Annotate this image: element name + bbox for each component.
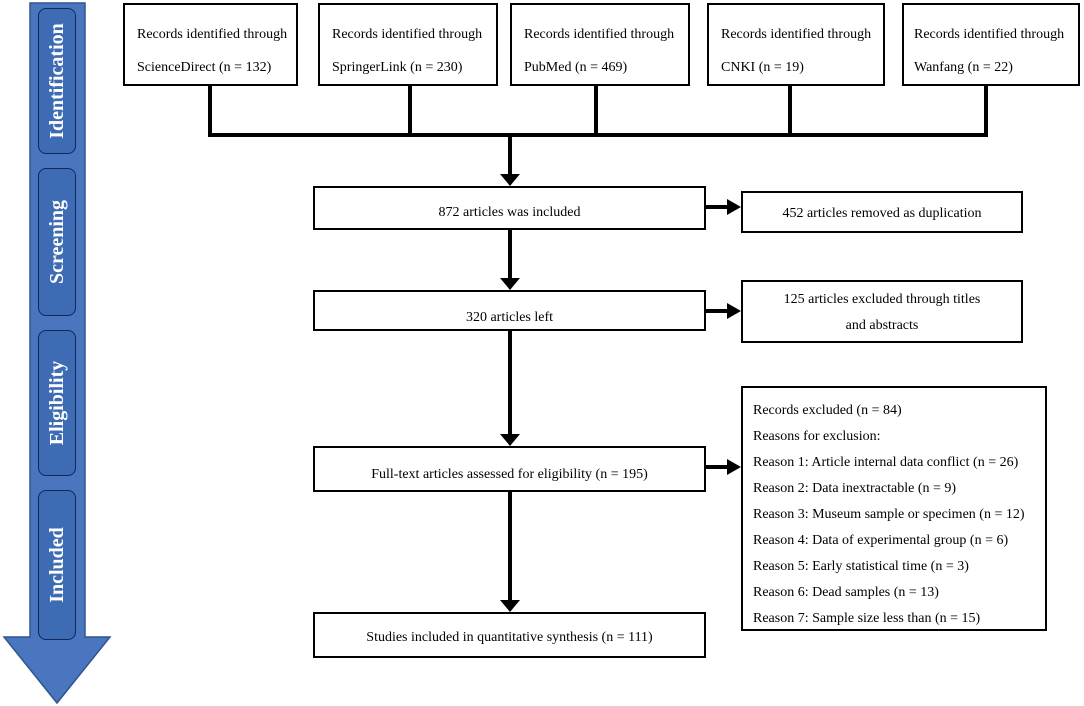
source-box-sciencedirect: Records identified through ScienceDirect… <box>123 3 298 86</box>
box-articles-included: 872 articles was included <box>313 186 706 230</box>
source-box-springerlink: Records identified through SpringerLink … <box>318 3 498 86</box>
exclusion-header: Records excluded (n = 84) <box>753 403 902 418</box>
source-line1: Records identified through <box>721 27 872 42</box>
exclusion-reason: Reason 1: Article internal data conflict… <box>753 455 1019 470</box>
exclusion-reason: Reason 4: Data of experimental group (n … <box>753 533 1009 548</box>
exclusion-reasons-title: Reasons for exclusion: <box>753 429 881 444</box>
box-full-text-assessed: Full-text articles assessed for eligibil… <box>313 446 706 492</box>
phase-eligibility <box>38 330 76 476</box>
source-box-pubmed: Records identified through PubMed (n = 4… <box>510 3 690 86</box>
source-box-wanfang: Records identified through Wanfang (n = … <box>902 3 1080 86</box>
excluded-titles-line1: 125 articles excluded through titles <box>783 292 981 307</box>
studies-included-text: Studies included in quantitative synthes… <box>366 630 653 645</box>
box-removed-duplication: 452 articles removed as duplication <box>741 191 1023 233</box>
box-excluded-titles: 125 articles excluded through titles and… <box>741 280 1023 343</box>
exclusion-reason: Reason 6: Dead samples (n = 13) <box>753 585 939 600</box>
box-studies-included: Studies included in quantitative synthes… <box>313 612 706 658</box>
source-box-cnki: Records identified through CNKI (n = 19) <box>707 3 885 86</box>
source-line1: Records identified through <box>137 27 288 42</box>
box-records-excluded: Records excluded (n = 84) Reasons for ex… <box>741 386 1047 631</box>
exclusion-reason: Reason 2: Data inextractable (n = 9) <box>753 481 957 496</box>
source-line1: Records identified through <box>332 27 483 42</box>
articles-left-text: 320 articles left <box>465 310 554 325</box>
articles-included-text: 872 articles was included <box>438 205 581 220</box>
full-text-text: Full-text articles assessed for eligibil… <box>371 467 648 482</box>
phase-identification <box>38 8 76 154</box>
source-line2: SpringerLink (n = 230) <box>332 60 463 75</box>
phase-screening <box>38 168 76 316</box>
exclusion-reason: Reason 5: Early statistical time (n = 3) <box>753 559 969 574</box>
source-line1: Records identified through <box>524 27 675 42</box>
box-articles-left: 320 articles left <box>313 290 706 331</box>
source-line1: Records identified through <box>914 27 1065 42</box>
excluded-titles-line2: and abstracts <box>845 318 919 333</box>
source-line2: CNKI (n = 19) <box>721 60 804 75</box>
source-line2: ScienceDirect (n = 132) <box>137 60 272 75</box>
exclusion-reason: Reason 7: Sample size less than (n = 15) <box>753 611 981 626</box>
source-line2: PubMed (n = 469) <box>524 60 628 75</box>
phase-included <box>38 490 76 640</box>
exclusion-reason: Reason 3: Museum sample or specimen (n =… <box>753 507 1025 522</box>
removed-duplication-text: 452 articles removed as duplication <box>782 206 982 221</box>
source-line2: Wanfang (n = 22) <box>914 60 1013 75</box>
